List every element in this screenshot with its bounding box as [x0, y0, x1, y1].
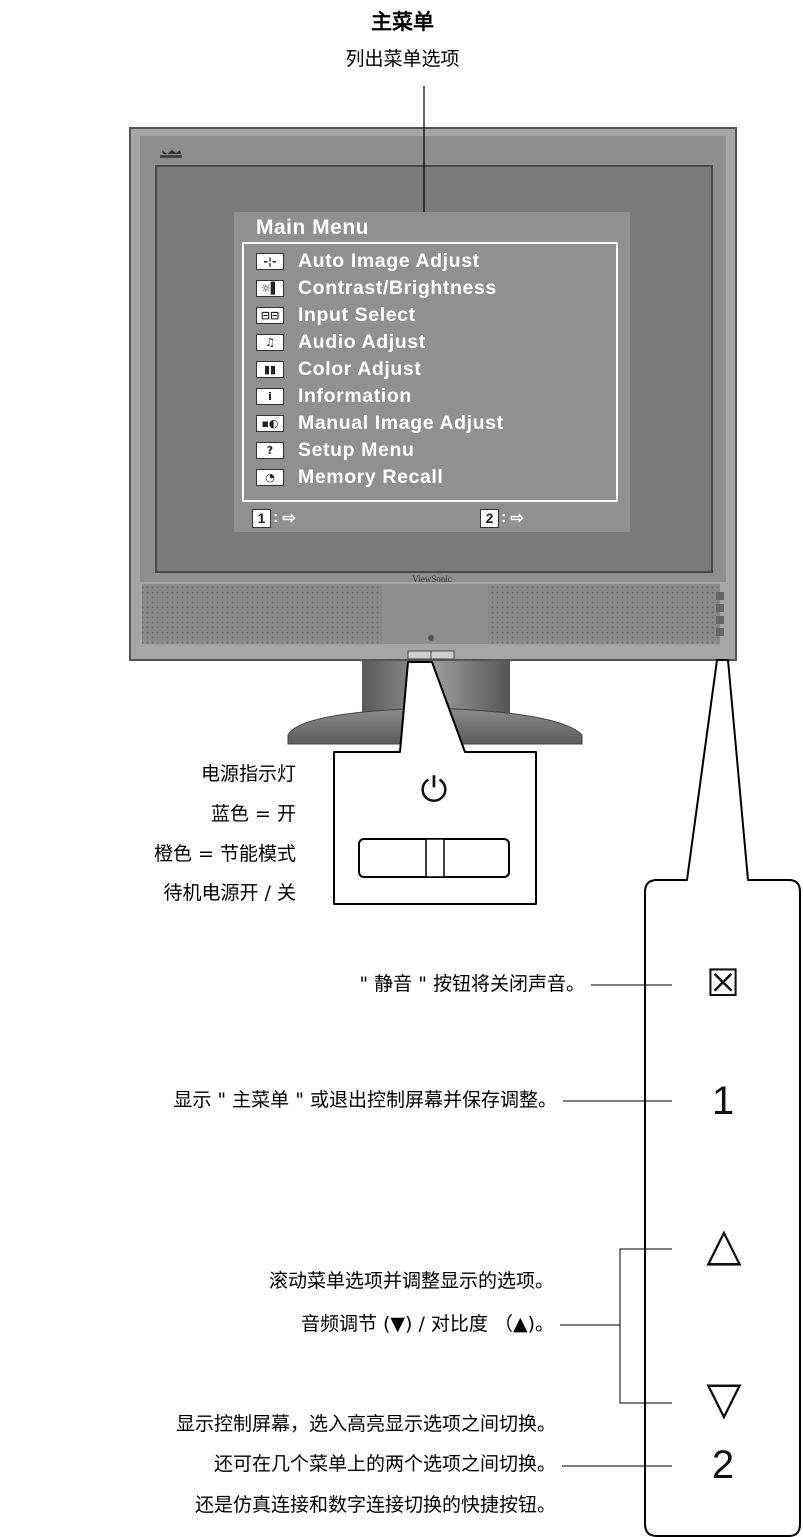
osd-item-manual-image-adjust[interactable]: ▪◐ Manual Image Adjust	[256, 410, 504, 437]
auto-image-adjust-icon: -¦-	[256, 253, 284, 270]
osd-item-auto-image-adjust[interactable]: -¦- Auto Image Adjust	[256, 248, 480, 275]
osd-main-menu: Main Menu -¦- Auto Image Adjust ☼▌ Contr…	[234, 212, 630, 532]
up-button-icon[interactable]: △	[706, 1217, 742, 1271]
control-panel-callout	[644, 659, 801, 1537]
down-button-icon[interactable]: ▽	[706, 1371, 742, 1425]
osd-items-frame	[242, 242, 618, 502]
audio-adjust-icon: ♫	[256, 334, 284, 351]
monitor-brand: ViewSonic	[412, 574, 452, 584]
osd-item-label: Input Select	[298, 304, 416, 326]
osd-item-memory-recall[interactable]: ◔ Memory Recall	[256, 464, 443, 491]
exit-icon: ⇨	[282, 510, 296, 527]
information-icon: i	[256, 388, 284, 405]
osd-footer-key-1: 1 : ⇨	[252, 508, 296, 528]
button-1-caption: 显示 " 主菜单 " 或退出控制屏幕并保存调整。	[173, 1089, 557, 1111]
mute-caption: " 静音 " 按钮将关闭声音。	[359, 973, 585, 995]
memory-recall-icon: ◔	[256, 469, 284, 486]
button-2-caption-line-3: 还是仿真连接和数字连接切换的快捷按钮。	[194, 1494, 556, 1516]
button-2-caption-line-2: 还可在几个菜单上的两个选项之间切换。	[213, 1453, 556, 1475]
color-adjust-icon: ▮▮	[256, 361, 284, 378]
osd-item-label: Contrast/Brightness	[298, 277, 497, 299]
osd-item-audio-adjust[interactable]: ♫ Audio Adjust	[256, 329, 426, 356]
osd-item-input-select[interactable]: ⊟⊟ Input Select	[256, 302, 416, 329]
power-icon: ⏻	[420, 770, 448, 810]
main-menu-subheading: 列出菜单选项	[345, 48, 460, 70]
power-caption-line-3: 橙色 = 节能模式	[154, 843, 296, 865]
mute-button-icon[interactable]: ☒	[705, 961, 741, 1005]
button-1[interactable]: 1	[711, 1079, 735, 1123]
osd-title: Main Menu	[256, 216, 369, 239]
osd-item-setup-menu[interactable]: ? Setup Menu	[256, 437, 415, 464]
updown-caption-line-2: 音频调节 (▼) / 对比度 （▲)。	[300, 1313, 554, 1335]
osd-item-label: Color Adjust	[298, 358, 422, 380]
speaker-grille-right	[488, 584, 720, 644]
button-2[interactable]: 2	[711, 1443, 735, 1487]
osd-item-label: Auto Image Adjust	[298, 250, 480, 272]
osd-item-label: Information	[298, 385, 412, 407]
power-caption-line-4: 待机电源开 / 关	[163, 882, 296, 904]
osd-item-information[interactable]: i Information	[256, 383, 412, 410]
key-2-icon: 2	[480, 508, 499, 528]
setup-menu-icon: ?	[256, 442, 284, 459]
up-down-leader	[619, 1248, 672, 1404]
osd-item-color-adjust[interactable]: ▮▮ Color Adjust	[256, 356, 421, 383]
power-caption-line-1: 电源指示灯	[200, 763, 296, 785]
osd-footer-key-2: 2 : ⇨	[480, 508, 524, 528]
viewsonic-bird-logo	[162, 150, 181, 154]
speaker-grille-left	[142, 584, 382, 644]
button-2-caption-line-1: 显示控制屏幕，选入高亮显示选项之间切换。	[175, 1413, 556, 1435]
manual-image-adjust-icon: ▪◐	[256, 415, 284, 432]
input-select-icon: ⊟⊟	[256, 307, 284, 324]
osd-item-label: Audio Adjust	[298, 331, 426, 353]
osd-item-label: Memory Recall	[298, 466, 444, 488]
updown-caption-line-1: 滚动菜单选项并调整显示的选项。	[268, 1270, 554, 1292]
osd-item-label: Manual Image Adjust	[298, 412, 504, 434]
osd-item-contrast-brightness[interactable]: ☼▌ Contrast/Brightness	[256, 275, 497, 302]
main-menu-heading: 主菜单	[371, 10, 434, 34]
contrast-brightness-icon: ☼▌	[256, 280, 284, 297]
key-1-icon: 1	[252, 508, 271, 528]
enter-icon: ⇨	[510, 510, 524, 527]
power-caption-line-2: 蓝色 = 开	[211, 803, 296, 825]
osd-item-label: Setup Menu	[298, 439, 415, 461]
